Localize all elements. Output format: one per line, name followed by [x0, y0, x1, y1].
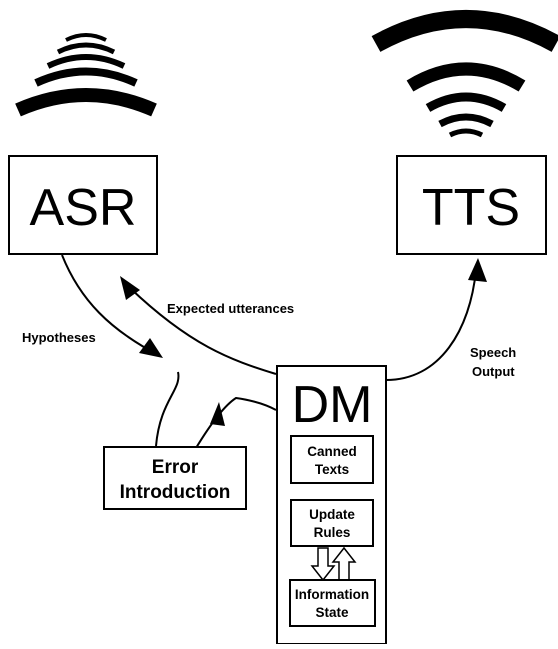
tts-sound-waves-icon — [371, 10, 558, 138]
speech-output-label-line1: Speech — [470, 345, 516, 360]
canned-texts-line2: Texts — [315, 462, 349, 477]
update-rules-line2: Rules — [314, 525, 351, 540]
update-rules-box: Update Rules — [290, 499, 374, 547]
expected-arrowhead — [120, 276, 140, 300]
dm-module: DM Canned Texts Update Rules Information… — [276, 365, 387, 645]
up-arrow-icon — [331, 546, 357, 581]
update-rules-line1: Update — [309, 507, 355, 522]
asr-sound-waves-icon — [15, 33, 157, 117]
information-state-line2: State — [315, 605, 349, 620]
down-arrow-icon — [310, 547, 336, 582]
speech-output-connector — [385, 269, 477, 381]
flow-connectors — [61, 254, 477, 449]
hypotheses-arrowhead — [139, 338, 163, 358]
canned-texts-line1: Canned — [307, 444, 357, 459]
speech-arrowhead — [468, 258, 487, 282]
expected-utterances-label: Expected utterances — [167, 301, 294, 316]
error-branch-left — [155, 371, 180, 447]
information-state-line1: Information — [295, 587, 369, 602]
error-introduction-module: Error Introduction — [103, 446, 247, 510]
dm-label: DM — [292, 376, 373, 434]
tts-label: TTS — [422, 179, 520, 237]
expected-utterances-connector — [129, 287, 277, 375]
asr-label: ASR — [30, 179, 137, 237]
tts-module: TTS — [396, 155, 547, 255]
error-arrowhead — [210, 402, 225, 426]
speech-output-label-line2: Output — [472, 364, 515, 379]
arrowheads — [120, 258, 487, 426]
asr-module: ASR — [8, 155, 158, 255]
error-branch-right — [195, 396, 277, 449]
information-state-box: Information State — [289, 579, 376, 627]
error-label-line2: Introduction — [120, 482, 231, 503]
error-label-line1: Error — [152, 457, 199, 478]
bidirectional-arrows-icon — [310, 546, 357, 582]
canned-texts-box: Canned Texts — [290, 435, 374, 484]
hypotheses-label: Hypotheses — [22, 330, 96, 345]
